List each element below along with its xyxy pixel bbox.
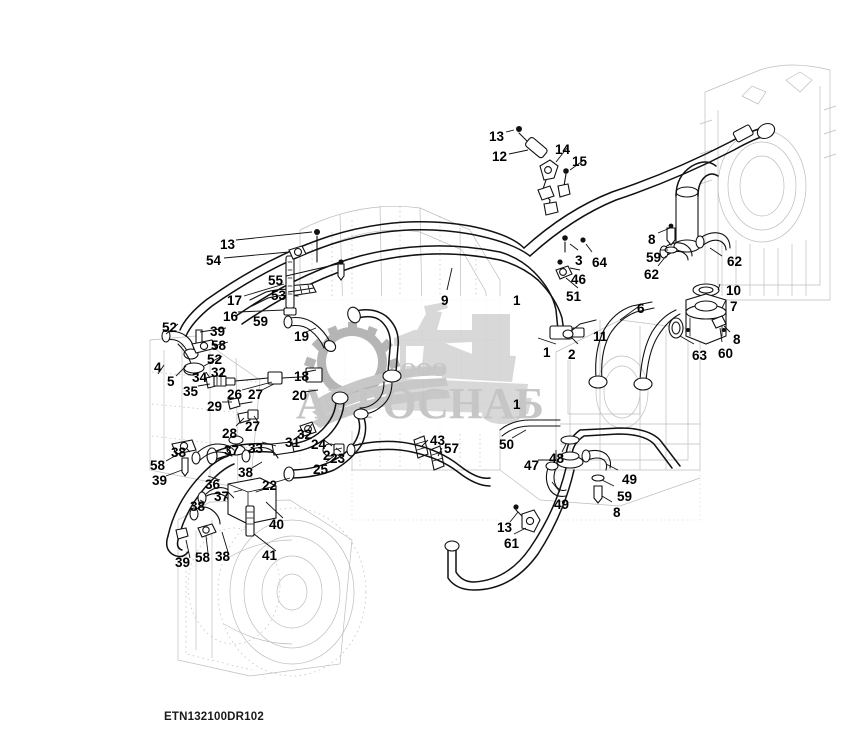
callout-number-39[interactable]: 39 [210,324,226,339]
callout-number-1[interactable]: 1 [513,397,521,412]
callout-number-11[interactable]: 11 [593,329,608,344]
callout-number-62[interactable]: 62 [644,267,660,282]
callout-number-22[interactable]: 22 [262,478,278,493]
callout-number-31[interactable]: 31 [285,435,301,450]
callout-number-27[interactable]: 27 [248,387,264,402]
callout-number-1[interactable]: 1 [543,345,551,360]
callout-number-48[interactable]: 48 [549,451,565,466]
callout-number-24[interactable]: 24 [311,437,327,452]
callout-number-19[interactable]: 19 [294,329,310,344]
callout-number-20[interactable]: 20 [292,388,308,403]
callout-number-53[interactable]: 53 [271,288,287,303]
figure-id-label: ETN132100DR102 [164,711,264,723]
callout-number-37[interactable]: 37 [224,443,240,458]
callout-number-34[interactable]: 34 [192,370,208,385]
callout-number-49[interactable]: 49 [622,472,638,487]
callout-number-16[interactable]: 16 [223,309,239,324]
callout-number-39[interactable]: 39 [175,555,191,570]
callout-number-3[interactable]: 3 [575,253,583,268]
callout-number-18[interactable]: 18 [294,369,310,384]
callout-number-58[interactable]: 58 [195,550,211,565]
callout-number-43[interactable]: 43 [430,433,446,448]
callout-number-63[interactable]: 63 [692,348,708,363]
callout-number-58[interactable]: 58 [211,338,227,353]
callout-number-14[interactable]: 14 [555,142,571,157]
callout-number-13[interactable]: 13 [489,129,505,144]
callout-number-4[interactable]: 4 [154,360,162,375]
callout-number-7[interactable]: 7 [730,299,738,314]
callout-number-59[interactable]: 59 [646,250,662,265]
callout-number-1[interactable]: 1 [513,293,521,308]
callout-number-54[interactable]: 54 [206,253,222,268]
callout-number-32[interactable]: 32 [211,365,227,380]
callout-number-62[interactable]: 62 [727,254,743,269]
callout-number-9[interactable]: 9 [441,293,449,308]
callout-number-50[interactable]: 50 [499,437,515,452]
callout-number-46[interactable]: 46 [571,272,587,287]
callout-number-36[interactable]: 36 [205,477,221,492]
callout-number-23[interactable]: 23 [330,451,346,466]
callout-number-38[interactable]: 38 [171,445,187,460]
callout-number-58[interactable]: 58 [150,458,166,473]
callout-number-6[interactable]: 6 [637,301,645,316]
callout-number-33[interactable]: 33 [248,441,264,456]
callout-number-13[interactable]: 13 [220,237,236,252]
callout-number-2[interactable]: 2 [568,347,576,362]
callout-number-10[interactable]: 10 [726,283,742,298]
callout-number-39[interactable]: 39 [152,473,168,488]
callout-number-51[interactable]: 51 [566,289,582,304]
callout-number-49[interactable]: 49 [554,497,570,512]
callout-number-41[interactable]: 41 [262,548,278,563]
callout-number-13[interactable]: 13 [497,520,513,535]
callout-number-28[interactable]: 28 [222,426,238,441]
callout-number-27[interactable]: 27 [245,419,261,434]
callout-number-60[interactable]: 60 [718,346,734,361]
callout-number-57[interactable]: 57 [444,441,460,456]
callout-number-15[interactable]: 15 [572,154,588,169]
callout-number-8[interactable]: 8 [733,332,741,347]
callout-number-5[interactable]: 5 [167,374,175,389]
callout-number-64[interactable]: 64 [592,255,608,270]
callout-number-40[interactable]: 40 [269,517,285,532]
callout-number-38[interactable]: 38 [238,465,254,480]
callout-number-52[interactable]: 52 [207,352,223,367]
callout-number-38[interactable]: 38 [215,549,231,564]
callout-number-32[interactable]: 32 [297,427,313,442]
callout-number-26[interactable]: 26 [227,387,243,402]
callout-number-12[interactable]: 12 [492,149,508,164]
callout-number-55[interactable]: 55 [268,273,284,288]
callout-number-8[interactable]: 8 [613,505,621,520]
callout-number-29[interactable]: 29 [207,399,223,414]
callout-number-38[interactable]: 38 [190,499,206,514]
callout-number-37[interactable]: 37 [214,489,230,504]
callout-number-35[interactable]: 35 [183,384,199,399]
callout-number-8[interactable]: 8 [648,232,656,247]
callout-number-59[interactable]: 59 [253,314,269,329]
callout-number-61[interactable]: 61 [504,536,520,551]
callout-number-59[interactable]: 59 [617,489,633,504]
callout-number-52[interactable]: 52 [162,320,178,335]
callout-number-25[interactable]: 25 [313,462,329,477]
callout-number-47[interactable]: 47 [524,458,540,473]
callout-number-2[interactable]: 2 [323,448,331,463]
callout-number-17[interactable]: 17 [227,293,243,308]
